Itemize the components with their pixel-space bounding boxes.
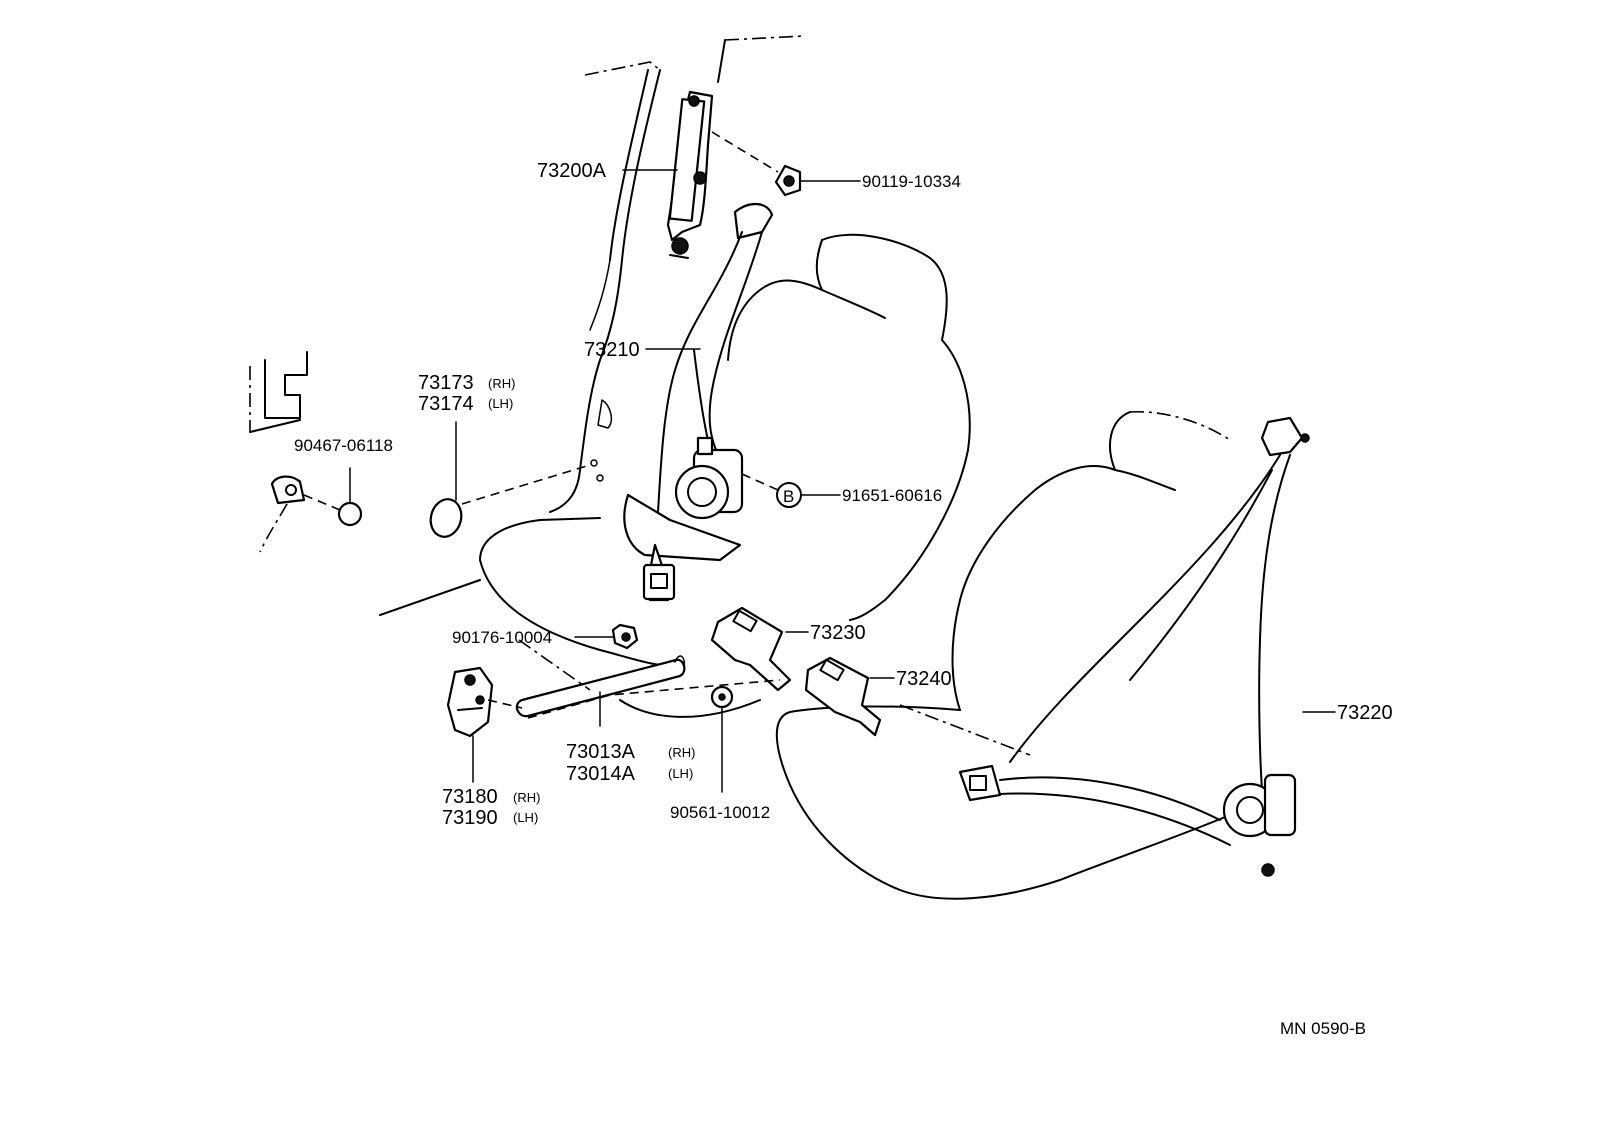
label-73013a-rh: (RH) (668, 745, 695, 760)
label-73013a: 73013A (566, 741, 636, 763)
buckle-73240 (804, 656, 895, 737)
label-73174-lh: (LH) (488, 396, 513, 411)
clip-90467 (270, 467, 363, 527)
rear-belt-73220 (958, 416, 1336, 877)
shoulder-anchor-73200a (666, 90, 714, 259)
label-73180-rh: (RH) (513, 790, 540, 805)
label-91651-60616: 91651-60616 (842, 486, 942, 505)
rail-73013a (515, 639, 781, 727)
label-73210: 73210 (584, 339, 640, 361)
label-73220: 73220 (1337, 702, 1393, 724)
stay-73180 (446, 666, 523, 783)
label-73173-rh: (RH) (488, 376, 515, 391)
bolt-b-callout: B (741, 473, 841, 508)
front-belt-73210 (623, 203, 774, 602)
label-73173: 73173 (418, 372, 474, 394)
nut-90176 (574, 623, 639, 650)
label-73190: 73190 (442, 807, 498, 829)
diagram-id: MN 0590-B (1280, 1019, 1366, 1038)
label-73014a: 73014A (566, 763, 636, 785)
label-90467-06118: 90467-06118 (294, 436, 393, 455)
label-73014a-lh: (LH) (668, 766, 693, 781)
label-90176-10004: 90176-10004 (452, 628, 552, 647)
cover-73173 (429, 399, 613, 538)
washer-90561 (710, 685, 734, 793)
label-73174: 73174 (418, 393, 474, 415)
leader-lines (622, 169, 861, 350)
bolt-b-marker: B (783, 487, 794, 506)
rear-seat (775, 410, 1231, 900)
label-90561-10012: 90561-10012 (670, 803, 770, 822)
label-73190-lh: (LH) (513, 810, 538, 825)
anchor-bolt (711, 131, 802, 197)
label-90119-10334: 90119-10334 (862, 172, 961, 191)
front-seat (479, 233, 971, 718)
label-73240: 73240 (896, 668, 952, 690)
label-73180: 73180 (442, 786, 498, 808)
label-73200a: 73200A (537, 160, 607, 182)
label-73230: 73230 (810, 622, 866, 644)
buckle-73230 (710, 606, 809, 692)
body-pillar-outline (249, 35, 806, 616)
